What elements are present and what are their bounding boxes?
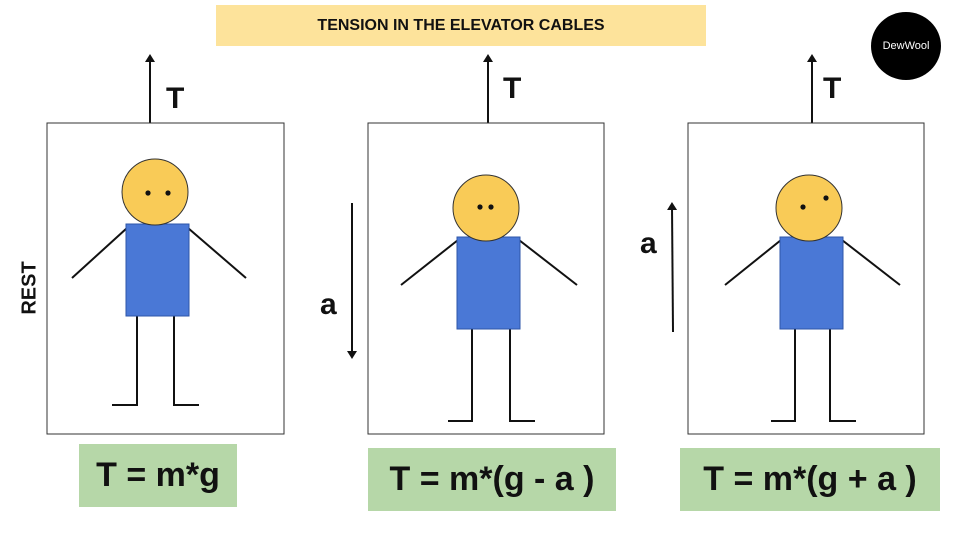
left-eye xyxy=(800,204,805,209)
torso xyxy=(780,237,843,329)
head xyxy=(776,175,842,241)
torso xyxy=(126,224,189,316)
left-eye xyxy=(145,190,150,195)
right-eye xyxy=(823,195,828,200)
formula-rest: T = m*g xyxy=(79,444,237,507)
formula-up: T = m*(g + a ) xyxy=(680,448,940,511)
right-eye xyxy=(165,190,170,195)
elevator-2: T a xyxy=(320,58,604,434)
right-eye xyxy=(488,204,493,209)
head xyxy=(453,175,519,241)
elevator-3: T a xyxy=(640,58,924,434)
left-eye xyxy=(477,204,482,209)
torso xyxy=(457,237,520,329)
formula-down: T = m*(g - a ) xyxy=(368,448,616,511)
tension-label: T xyxy=(823,72,841,105)
acceleration-label: a xyxy=(320,288,337,321)
elevator-1: T xyxy=(47,58,284,434)
head xyxy=(122,159,188,225)
tension-label: T xyxy=(503,72,521,105)
tension-label: T xyxy=(166,82,184,115)
acceleration-arrow-up xyxy=(672,206,673,332)
acceleration-label: a xyxy=(640,227,657,260)
